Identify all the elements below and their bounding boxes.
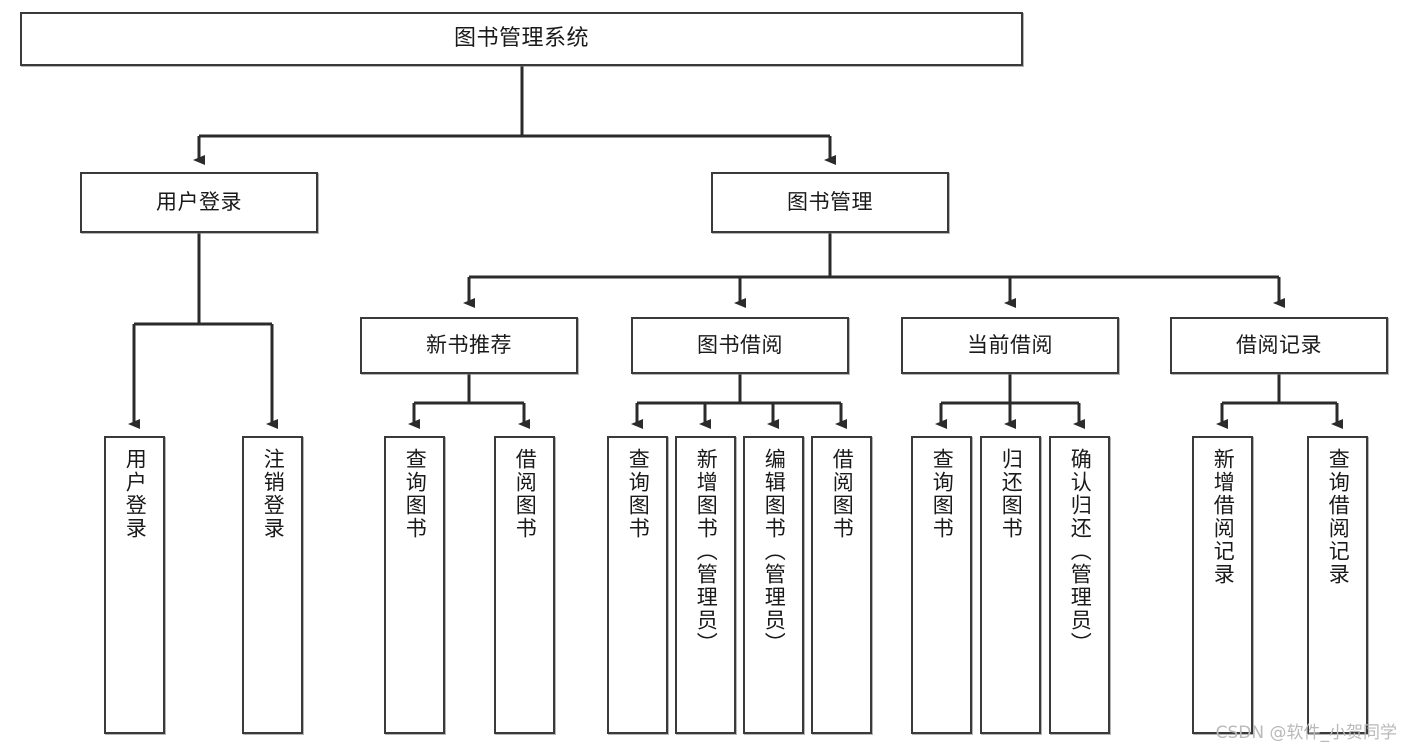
leaf-borrow-add-book-admin[interactable]: 新增图书（管理员）: [675, 436, 736, 734]
node-label: 新增图书（管理员）: [694, 448, 719, 655]
leaf-user-login-logout[interactable]: 注销登录: [242, 436, 303, 734]
node-label: 编辑图书（管理员）: [762, 448, 787, 655]
node-label: 新书推荐: [426, 332, 512, 357]
node-label: 查询图书: [626, 448, 651, 540]
leaf-current-query-book[interactable]: 查询图书: [911, 436, 972, 734]
leaf-current-return-book[interactable]: 归还图书: [980, 436, 1041, 734]
leaf-borrow-borrow-book[interactable]: 借阅图书: [811, 436, 872, 734]
node-label: 用户登录: [156, 189, 242, 214]
leaf-recommend-query-book[interactable]: 查询图书: [384, 436, 445, 734]
node-label: 借阅图书: [830, 448, 855, 540]
node-label: 当前借阅: [967, 332, 1053, 357]
leaf-record-query-record[interactable]: 查询借阅记录: [1307, 436, 1368, 734]
node-label: 归还图书: [999, 448, 1024, 540]
node-new-book-recommend[interactable]: 新书推荐: [360, 317, 578, 374]
node-label: 查询借阅记录: [1326, 448, 1351, 586]
node-book-management[interactable]: 图书管理: [711, 172, 949, 233]
node-label: 查询图书: [930, 448, 955, 540]
leaf-user-login-login[interactable]: 用户登录: [104, 436, 165, 734]
node-label: 查询图书: [403, 448, 428, 540]
watermark-text: CSDN @软件_小贺同学: [1215, 723, 1397, 743]
node-label: 新增借阅记录: [1211, 448, 1236, 586]
leaf-current-confirm-return-admin[interactable]: 确认归还（管理员）: [1049, 436, 1110, 734]
node-label: 借阅图书: [513, 448, 538, 540]
node-label: 确认归还（管理员）: [1068, 448, 1093, 655]
node-label: 注销登录: [261, 448, 286, 540]
node-book-borrow[interactable]: 图书借阅: [631, 317, 849, 374]
leaf-record-add-record[interactable]: 新增借阅记录: [1192, 436, 1253, 734]
node-label: 用户登录: [123, 448, 148, 540]
node-current-borrow[interactable]: 当前借阅: [901, 317, 1119, 374]
node-borrow-record[interactable]: 借阅记录: [1170, 317, 1388, 374]
leaf-recommend-borrow-book[interactable]: 借阅图书: [494, 436, 555, 734]
node-label: 图书借阅: [697, 332, 783, 357]
leaf-borrow-query-book[interactable]: 查询图书: [607, 436, 668, 734]
node-label: 图书管理系统: [453, 25, 589, 51]
node-user-login[interactable]: 用户登录: [80, 172, 318, 233]
node-root-system[interactable]: 图书管理系统: [20, 12, 1023, 66]
node-label: 图书管理: [787, 189, 873, 214]
leaf-borrow-edit-book-admin[interactable]: 编辑图书（管理员）: [743, 436, 804, 734]
node-label: 借阅记录: [1236, 332, 1322, 357]
